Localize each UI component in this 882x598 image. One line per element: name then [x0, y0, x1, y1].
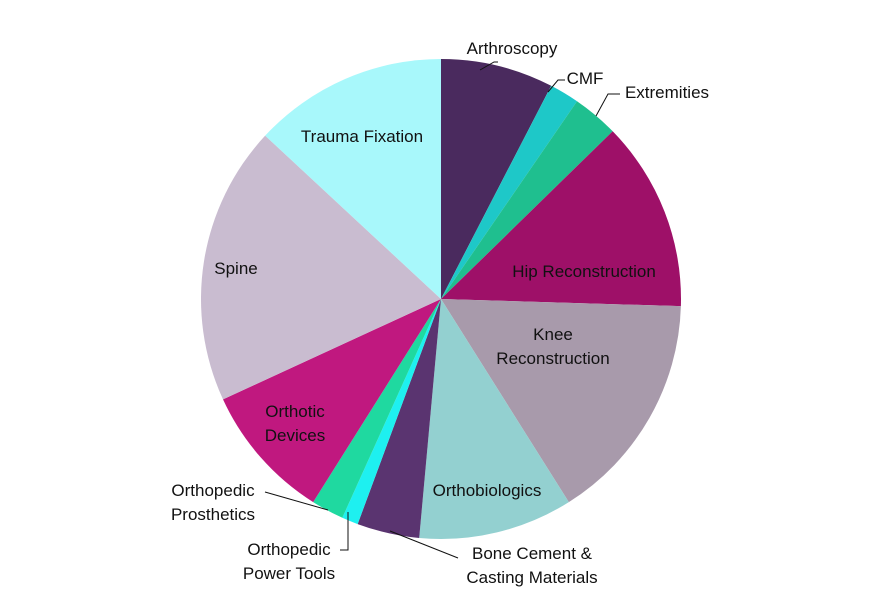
slice-label: Arthroscopy	[467, 37, 558, 61]
slice-label-line: Orthopedic	[247, 540, 331, 559]
pie-slice-cmf	[441, 85, 578, 299]
slice-label-line: Reconstruction	[496, 349, 610, 368]
pie-slice-orthotic-devices	[223, 299, 441, 503]
slice-label-line: Hip Reconstruction	[512, 262, 656, 281]
slice-label-line: Bone Cement &	[471, 544, 593, 563]
pie-slice-orthopedic-power-tools	[342, 299, 441, 525]
slice-label-line: Orthopedic	[171, 481, 255, 500]
pie-slice-trauma-fixation	[265, 58, 441, 299]
slice-label-line: Casting Materials	[466, 568, 598, 587]
slice-label: CMF	[567, 67, 604, 91]
pie-slice-bone-cement-casting-materials	[357, 299, 441, 539]
pie-slice-orthobiologics	[419, 299, 569, 539]
pie-slice-orthopedic-prosthetics	[313, 299, 441, 518]
slice-label: Trauma Fixation	[301, 125, 423, 149]
slice-label-line: Orthobiologics	[432, 481, 542, 500]
slice-label-line: Prosthetics	[170, 505, 256, 524]
slice-label-line: Power Tools	[242, 564, 336, 583]
leader-line	[547, 79, 565, 93]
slice-label: Hip Reconstruction	[512, 260, 656, 284]
leader-line	[389, 530, 459, 559]
slice-label-line: Trauma Fixation	[300, 127, 424, 146]
pie-slice-spine	[200, 135, 441, 400]
slice-label: Orthobiologics	[433, 479, 542, 503]
pie-slice-arthroscopy	[441, 59, 552, 299]
slice-label: Extremities	[625, 81, 709, 105]
leader-line	[264, 491, 329, 511]
pie-slice-knee-reconstruction	[441, 299, 681, 503]
leader-line	[595, 93, 620, 117]
slice-label-line: Extremities	[624, 83, 710, 102]
pie-slice-hip-reconstruction	[441, 131, 681, 307]
slice-label: Spine	[214, 257, 257, 281]
slice-label-line: Spine	[214, 259, 258, 278]
slice-label: Bone Cement & Casting Materials	[466, 542, 597, 590]
pie-slice-extremities	[441, 101, 613, 299]
leader-line	[340, 512, 349, 551]
slice-label-line: Orthotic	[265, 402, 325, 421]
slice-label-line: Devices	[264, 426, 326, 445]
slice-label-line: Knee	[533, 325, 573, 344]
slice-label-line: Arthroscopy	[466, 39, 558, 58]
slice-label-line: CMF	[566, 69, 604, 88]
leader-line	[479, 61, 498, 71]
